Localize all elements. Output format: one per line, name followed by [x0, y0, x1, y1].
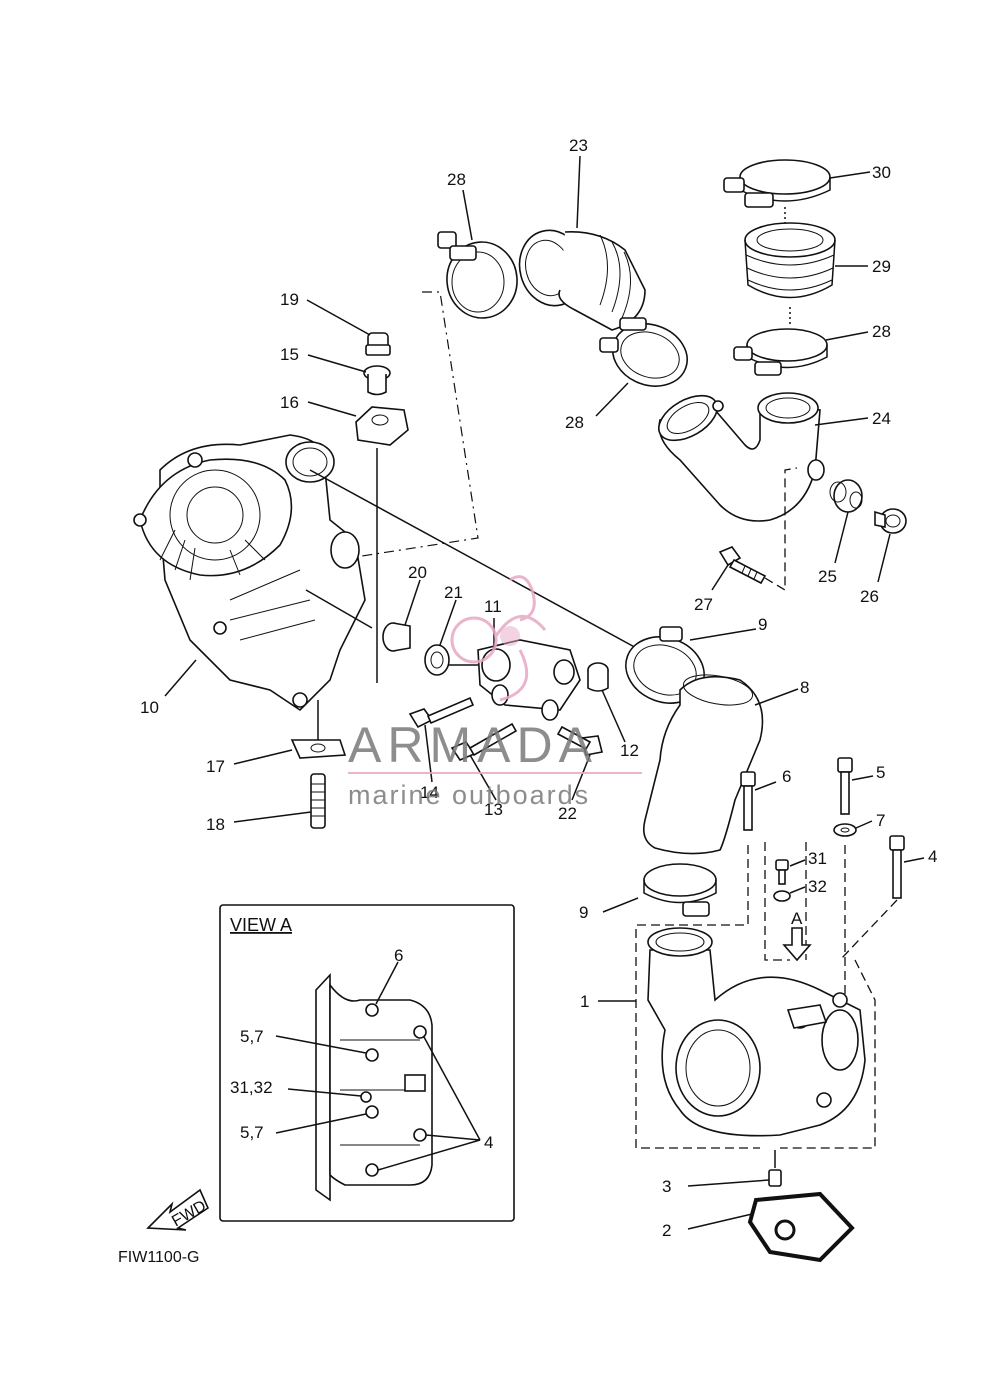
view-a-inset: VIEW A 6 5,7 31,32 5,7 4	[219, 904, 515, 1222]
bolt-27	[718, 546, 767, 585]
callout-28-right: 28	[872, 322, 891, 341]
callout-25: 25	[818, 567, 837, 586]
housing-10	[133, 434, 366, 712]
bolt-6	[740, 771, 756, 831]
callout-17: 17	[206, 757, 225, 776]
callout-16: 16	[280, 393, 299, 412]
callout-13: 13	[484, 800, 503, 819]
collar-15	[363, 365, 391, 396]
dowel-3	[768, 1169, 782, 1187]
callout-11: 11	[484, 597, 502, 616]
callout-2: 2	[662, 1221, 671, 1240]
watermark-logo-icon	[450, 575, 547, 702]
intake-duct-23	[518, 229, 646, 331]
bracket-11	[477, 639, 581, 721]
bolt-5	[837, 757, 853, 815]
elbow-pipe-24	[658, 392, 825, 522]
callout-5: 5	[876, 763, 885, 782]
callout-numbers: 23 28 30 29 28 28 24 25 26 27 19 15 16 1…	[140, 136, 937, 1240]
clamp-28-right	[733, 328, 828, 376]
mount-16	[355, 406, 409, 446]
callout-1: 1	[580, 992, 589, 1011]
grommet-25	[829, 479, 863, 513]
leader-lines	[164, 155, 925, 1230]
bolt-14	[408, 696, 475, 729]
view-a-arrow: A	[782, 909, 812, 962]
bolt-13	[450, 722, 518, 761]
stud-18	[310, 773, 326, 829]
pump-1	[647, 927, 866, 1137]
callout-31: 31	[808, 849, 827, 868]
callout-18: 18	[206, 815, 225, 834]
view-a-label-31-32: 31,32	[230, 1078, 273, 1097]
view-a-label-6: 6	[394, 946, 403, 965]
view-a-title: VIEW A	[230, 915, 292, 935]
view-a-label-4: 4	[484, 1133, 493, 1152]
collar-20	[382, 622, 411, 652]
callout-21: 21	[444, 583, 463, 602]
watermark: ARMADA marine outboards	[348, 575, 642, 810]
callout-9-lower: 9	[579, 903, 588, 922]
cap-26	[874, 508, 907, 534]
mount-17	[290, 739, 347, 759]
bolt-4	[889, 835, 905, 899]
callout-10: 10	[140, 698, 159, 717]
callout-30: 30	[872, 163, 891, 182]
callout-27: 27	[694, 595, 713, 614]
gasket-2	[747, 1191, 855, 1263]
view-a-arrow-label: A	[791, 909, 803, 928]
callout-20: 20	[408, 563, 427, 582]
callout-24: 24	[872, 409, 891, 428]
diagram-code: FIW1100-G	[118, 1249, 200, 1266]
callout-26: 26	[860, 587, 879, 606]
bolt-31	[775, 859, 789, 885]
watermark-tagline: marine outboards	[348, 780, 590, 810]
clamp-28-left	[437, 231, 518, 319]
callout-19: 19	[280, 290, 299, 309]
clamp-9-lower	[643, 863, 717, 917]
callout-28-left: 28	[447, 170, 466, 189]
callout-6: 6	[782, 767, 791, 786]
hose-8	[642, 674, 764, 855]
view-a-label-5-7-lower: 5,7	[240, 1123, 264, 1142]
callout-15: 15	[280, 345, 299, 364]
callout-8: 8	[800, 678, 809, 697]
callout-7: 7	[876, 811, 885, 830]
callout-12: 12	[620, 741, 639, 760]
callout-3: 3	[662, 1177, 671, 1196]
callout-28-middle: 28	[565, 413, 584, 432]
collar-12	[587, 662, 609, 692]
grommet-21	[424, 644, 450, 676]
view-a-label-5-7-upper: 5,7	[240, 1027, 264, 1046]
callout-29: 29	[872, 257, 891, 276]
callout-9-upper: 9	[758, 615, 767, 634]
callout-14: 14	[420, 783, 439, 802]
bolt-22	[556, 725, 603, 756]
callout-23: 23	[569, 136, 588, 155]
callout-32: 32	[808, 877, 827, 896]
clamp-28-middle	[599, 317, 688, 387]
bolt-19	[365, 332, 391, 356]
watermark-brand: ARMADA	[348, 717, 598, 773]
callout-4: 4	[928, 847, 937, 866]
callout-22: 22	[558, 804, 577, 823]
clamp-30	[723, 159, 831, 208]
coupler-29	[744, 222, 836, 299]
washer-7	[833, 823, 857, 837]
fwd-arrow: FWD	[146, 1188, 209, 1231]
washer-32	[773, 890, 791, 902]
